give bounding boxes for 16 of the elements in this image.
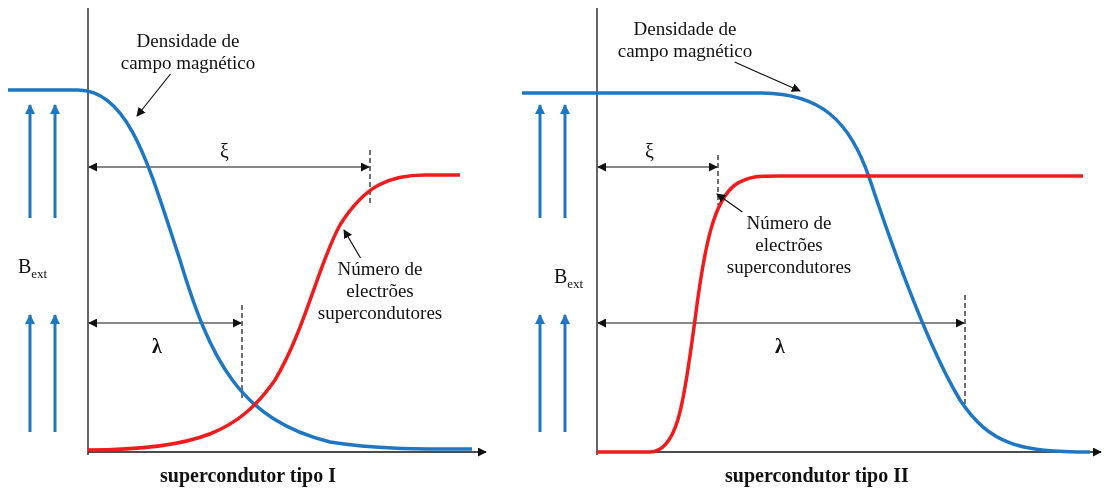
curve-label: Densidade de campo magnético: [610, 18, 760, 62]
curve-label: Densidade de campo magnético: [113, 30, 263, 74]
b-ext-label: B$_{ext}$: [18, 255, 48, 282]
b-ext-label: B$_{ext}$: [554, 265, 584, 292]
xi-symbol: ξ: [645, 140, 654, 163]
axis-title: supercondutor tipo II: [725, 464, 909, 487]
lambda-symbol: λ: [775, 335, 785, 358]
leader-line: [716, 193, 743, 213]
leader-line: [734, 61, 801, 92]
curve-label: Número de electrões supercondutores: [714, 212, 864, 278]
xi-symbol: ξ: [220, 140, 229, 163]
axis-title: supercondutor tipo I: [160, 464, 336, 487]
leader-line: [343, 229, 362, 259]
leader-line: [136, 73, 172, 117]
lambda-symbol: λ: [152, 335, 162, 358]
curve-label: Número de electrões supercondutores: [305, 258, 455, 324]
